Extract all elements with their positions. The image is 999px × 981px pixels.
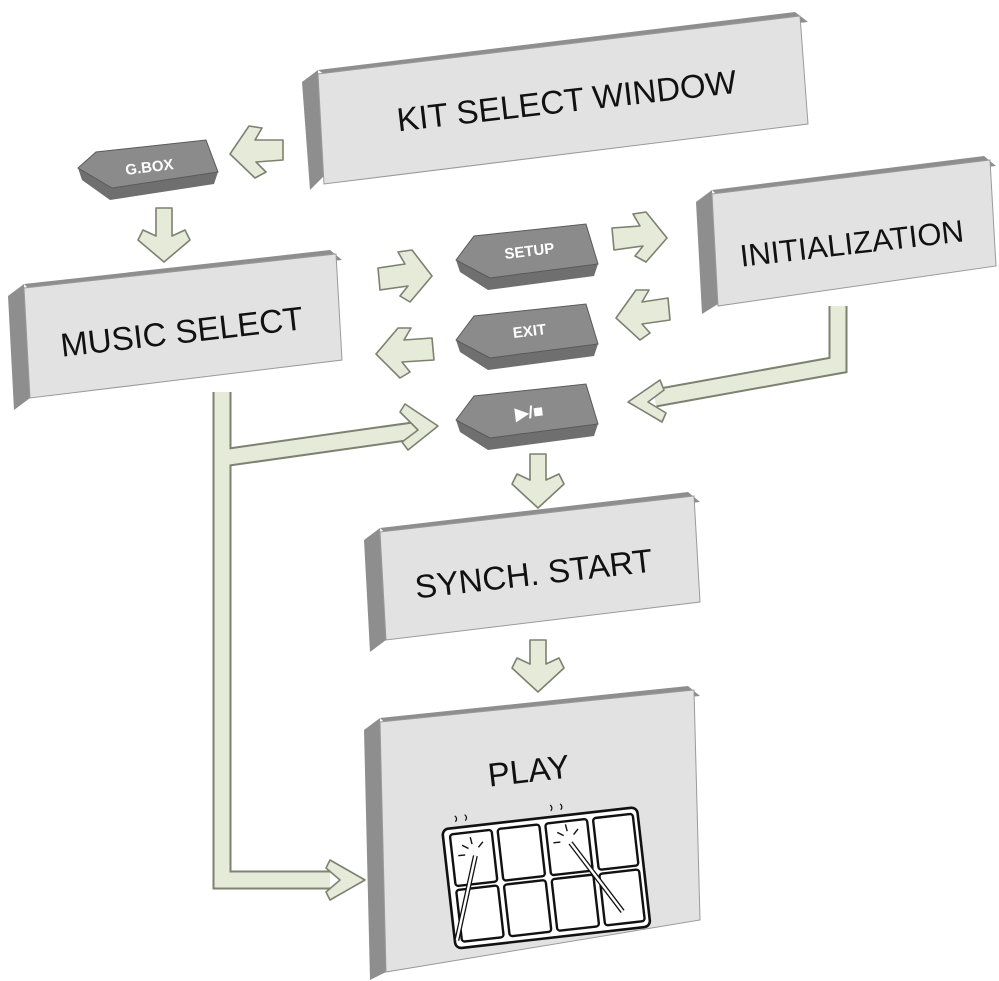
setup-button[interactable]: SETUP — [455, 223, 599, 290]
arrow-setup-to-init — [611, 211, 668, 263]
connector-initialization-to-play-stop — [653, 306, 848, 408]
g-box-button[interactable]: G.BOX — [77, 139, 219, 200]
arrow-init-to-exit — [615, 289, 671, 341]
box-initialization: INITIALIZATION — [696, 156, 997, 314]
box-kit-select-window: KIT SELECT WINDOW — [302, 12, 809, 190]
arrow-synch-to-play — [511, 639, 565, 693]
drum-pad-icon — [441, 803, 652, 950]
play-stop-button-label: ▶/■ — [513, 401, 544, 423]
arrow-head-from-initialization — [627, 379, 667, 423]
arrow-music-to-setup — [377, 249, 433, 303]
arrow-exit-to-music — [375, 327, 435, 379]
exit-button[interactable]: EXIT — [455, 303, 599, 370]
box-play: PLAY — [364, 686, 701, 980]
play-stop-button[interactable]: ▶/■ — [455, 383, 599, 450]
box-label-play: PLAY — [486, 748, 572, 794]
arrow-playstop-to-synch — [511, 453, 565, 509]
arrow-gbox-to-music — [137, 207, 191, 263]
box-synch-start: SYNCH. START — [364, 492, 701, 652]
arrow-head-to-play-stop-left — [399, 403, 439, 451]
box-music-select: MUSIC SELECT — [8, 250, 343, 410]
g-box-button-label: G.BOX — [124, 156, 174, 179]
arrow-kit-to-gbox — [229, 125, 284, 179]
connector-music-select-to-branches — [212, 392, 422, 890]
exit-button-label: EXIT — [512, 321, 547, 342]
setup-button-label: SETUP — [504, 240, 556, 263]
arrow-head-to-play — [325, 859, 366, 901]
